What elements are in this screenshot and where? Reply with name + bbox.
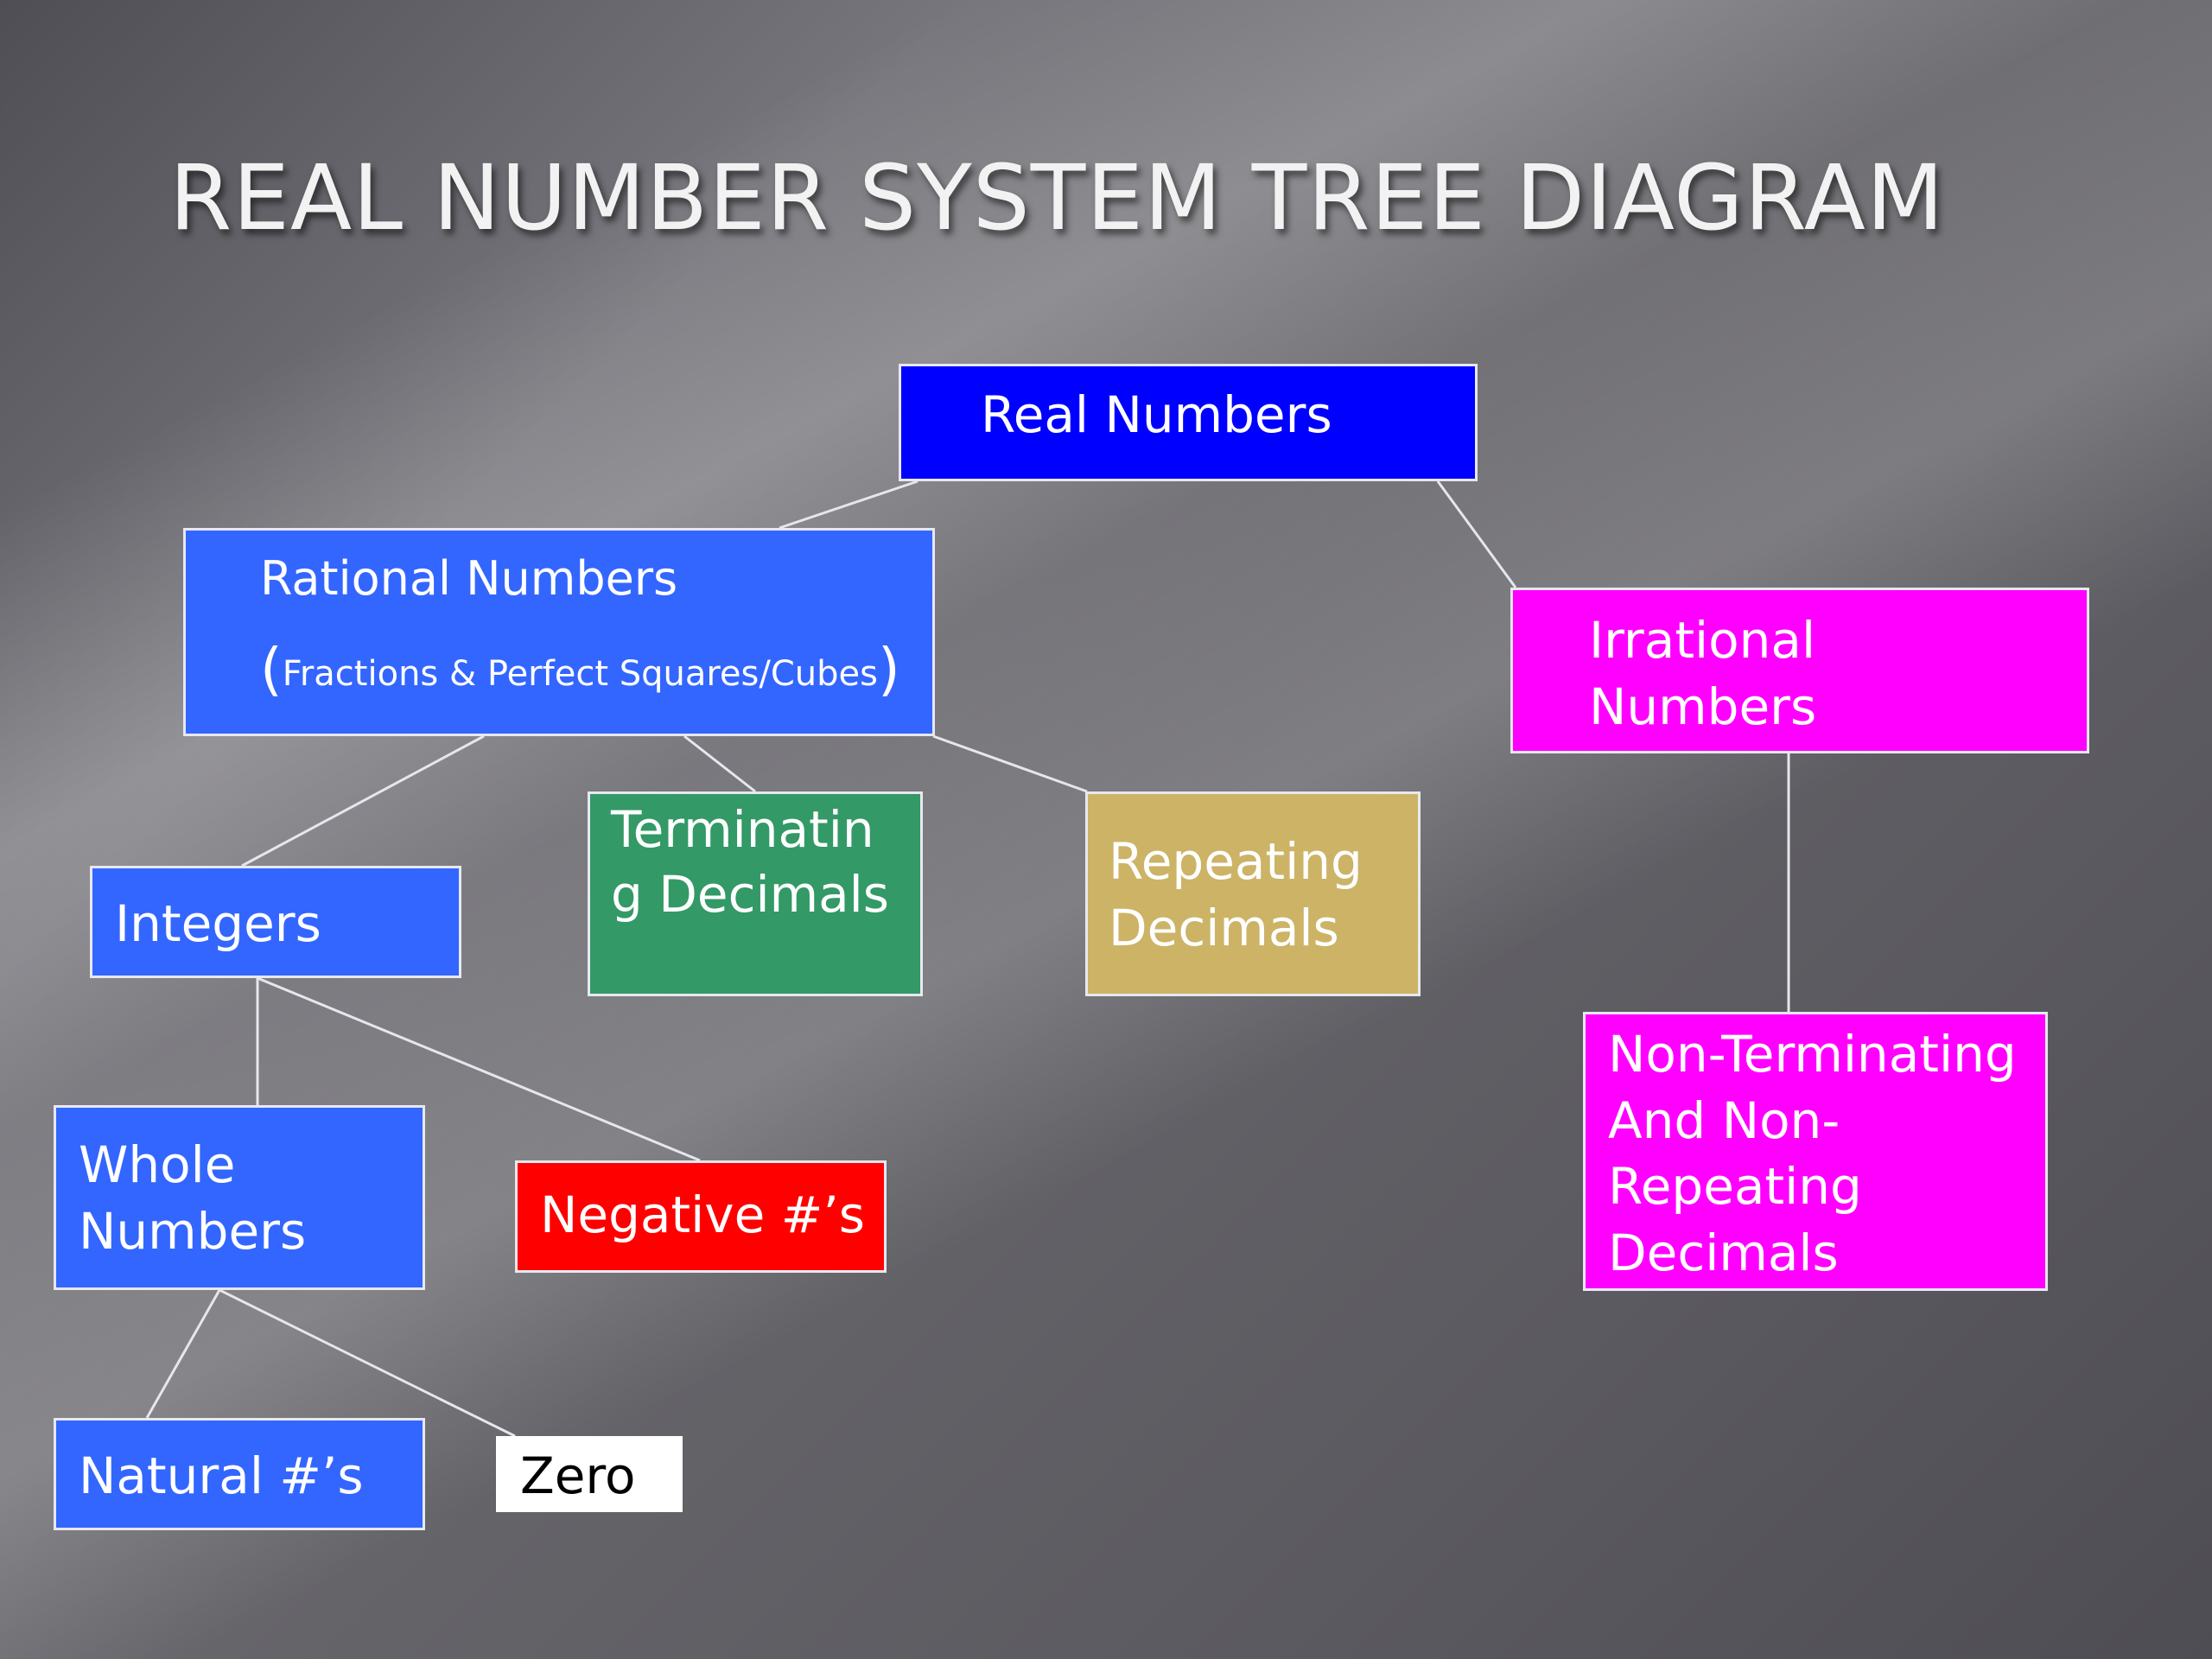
node-repeating-decimals: Repeating Decimals — [1085, 791, 1421, 996]
node-zero-label: Zero — [520, 1446, 636, 1505]
node-negative-numbers-label: Negative #’s — [540, 1185, 865, 1244]
node-whole-numbers: Whole Numbers — [54, 1105, 425, 1290]
node-terminating-decimals: Terminatin g Decimals — [588, 791, 923, 996]
node-rational-numbers-label: Rational Numbers — [260, 551, 678, 606]
node-irrational-numbers: Irrational Numbers — [1510, 588, 2089, 753]
edge-rational-repeating — [932, 734, 1088, 793]
slide-title: REAL NUMBER SYSTEM TREE DIAGRAM — [169, 145, 1945, 251]
node-real-numbers: Real Numbers — [899, 364, 1478, 481]
node-negative-numbers: Negative #’s — [515, 1160, 887, 1273]
node-terminating-decimals-label: Terminatin g Decimals — [611, 800, 889, 925]
node-integers: Integers — [90, 866, 461, 978]
node-zero: Zero — [496, 1436, 683, 1512]
edge-whole-natural — [145, 1289, 221, 1419]
node-integers-label: Integers — [115, 894, 321, 953]
node-repeating-decimals-label: Repeating Decimals — [1109, 832, 1363, 957]
node-irrational-numbers-label: Irrational Numbers — [1589, 611, 1817, 736]
edge-rational-terminating — [683, 734, 756, 793]
node-whole-numbers-label: Whole Numbers — [79, 1135, 307, 1261]
node-rational-note-text: Fractions & Perfect Squares/Cubes — [282, 654, 878, 695]
node-non-terminating-decimals: Non-Terminating And Non-Repeating Decima… — [1583, 1012, 2048, 1291]
edge-real-irrational — [1436, 480, 1517, 588]
edge-rational-integers — [241, 734, 485, 868]
node-non-terminating-decimals-label: Non-Terminating And Non-Repeating Decima… — [1608, 1025, 2017, 1282]
edge-real-rational — [779, 480, 918, 530]
edge-whole-zero — [219, 1288, 516, 1438]
node-natural-numbers-label: Natural #’s — [79, 1446, 364, 1505]
node-real-numbers-label: Real Numbers — [981, 385, 1332, 444]
node-natural-numbers: Natural #’s — [54, 1418, 425, 1530]
edge-integers-negative — [257, 976, 701, 1162]
node-rational-numbers-note: (Fractions & Perfect Squares/Cubes) — [260, 636, 900, 703]
node-rational-numbers: Rational Numbers (Fractions & Perfect Sq… — [183, 528, 935, 736]
